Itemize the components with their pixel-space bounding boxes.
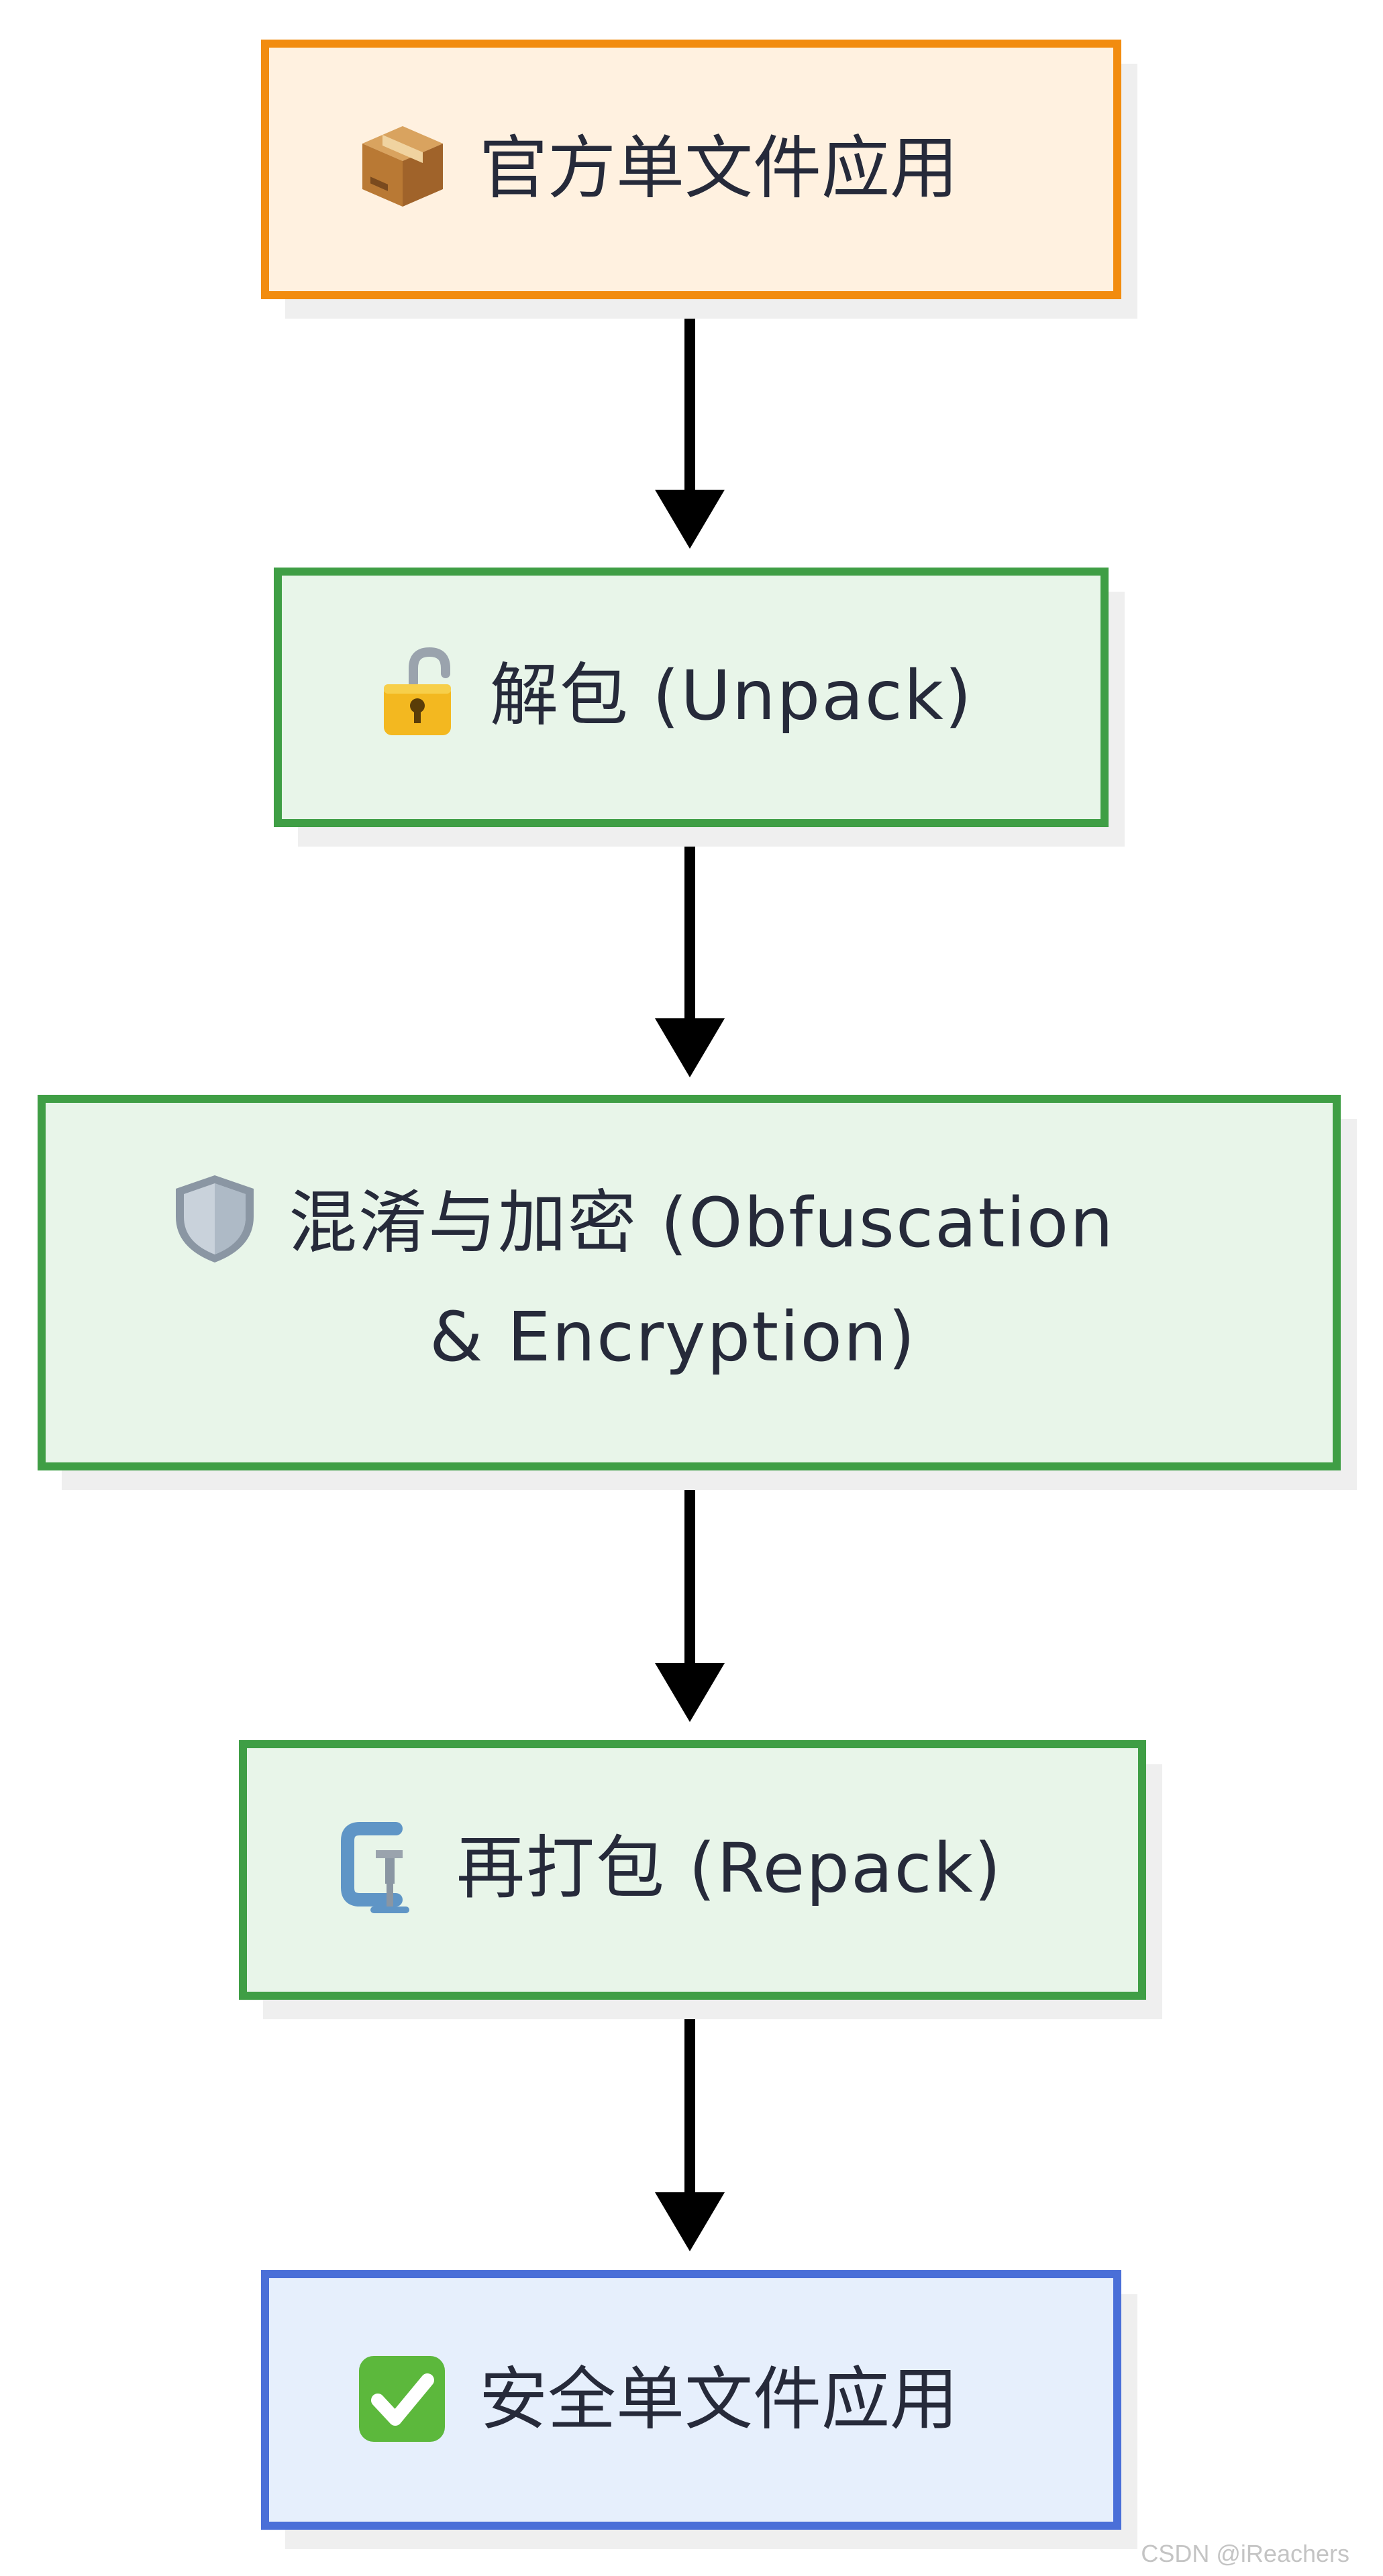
edge-unpack-to-obfuscation bbox=[655, 824, 725, 1077]
edge-repack-to-secure bbox=[655, 1996, 725, 2251]
shield-icon bbox=[176, 1175, 254, 1263]
node-unpack: 解包 (Unpack) bbox=[274, 568, 1125, 847]
node-official-app: 官方单文件应用 bbox=[261, 40, 1137, 319]
unlocked-padlock-icon bbox=[384, 647, 451, 735]
package-icon bbox=[362, 126, 443, 207]
node-obfuscation: 混淆与加密 (Obfuscation & Encryption) bbox=[38, 1095, 1357, 1490]
check-mark-icon bbox=[359, 2356, 445, 2442]
node-official-app-box bbox=[261, 40, 1121, 299]
node-secure-app: 安全单文件应用 bbox=[261, 2270, 1137, 2549]
node-obfuscation-label-line-2: & Encryption) bbox=[429, 1297, 916, 1377]
node-secure-app-label: 安全单文件应用 bbox=[479, 2360, 958, 2440]
node-obfuscation-label-line-1: 混淆与加密 (Obfuscation bbox=[289, 1183, 1115, 1263]
node-repack-label: 再打包 (Repack) bbox=[456, 1829, 1002, 1909]
edge-official-to-unpack bbox=[655, 295, 725, 549]
node-unpack-label: 解包 (Unpack) bbox=[490, 656, 973, 736]
node-official-app-label: 官方单文件应用 bbox=[479, 129, 958, 209]
node-obfuscation-box bbox=[38, 1095, 1341, 1470]
node-repack: 再打包 (Repack) bbox=[239, 1740, 1162, 2019]
edge-obfuscation-to-repack bbox=[655, 1467, 725, 1722]
clamp-icon bbox=[341, 1822, 409, 1913]
watermark: CSDN @iReachers bbox=[1141, 2540, 1349, 2567]
